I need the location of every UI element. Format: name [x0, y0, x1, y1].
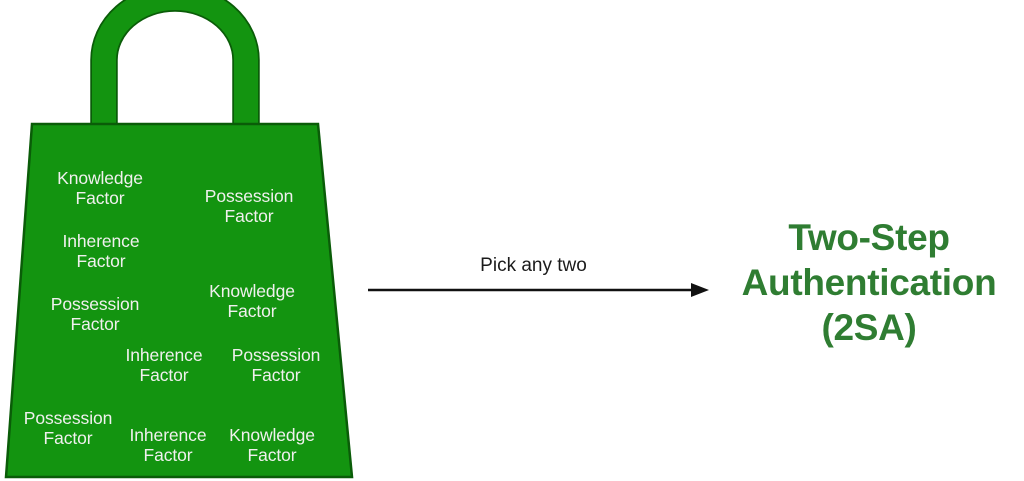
- factor-label-word: Factor: [43, 428, 93, 449]
- factor-label-word: Factor: [224, 206, 274, 227]
- factor-label-word: Factor: [143, 445, 193, 466]
- factor-label-word: Factor: [251, 365, 301, 386]
- factor-label-type: Knowledge: [209, 281, 295, 301]
- pick-any-two-arrow-group: Pick any two: [366, 255, 711, 305]
- factor-label-type: Possession: [23, 408, 113, 428]
- factor-label-type: Knowledge: [229, 425, 315, 445]
- factor-label-word: Factor: [247, 445, 297, 466]
- arrow-label: Pick any two: [480, 255, 587, 276]
- factor-label-word: Factor: [139, 365, 189, 386]
- factor-label-type: Possession: [50, 294, 140, 314]
- result-line-3: (2SA): [821, 307, 917, 349]
- factor-label-type: Possession: [204, 186, 294, 206]
- factor-label-word: Factor: [75, 188, 125, 209]
- result-heading: Two-Step Authentication (2SA): [714, 215, 1024, 350]
- factor-bag-graphic: [4, 0, 354, 479]
- bag-handle: [92, 0, 258, 128]
- factor-label-word: Factor: [227, 301, 277, 322]
- factor-label-type: Inherence: [129, 425, 207, 445]
- factor-label-type: Knowledge: [57, 168, 143, 188]
- result-line-1: Two-Step: [788, 217, 950, 258]
- factor-label-word: Factor: [76, 251, 126, 272]
- arrow-icon: [368, 283, 709, 297]
- factor-label-type: Inherence: [125, 345, 203, 365]
- result-line-2: Authentication: [741, 262, 997, 304]
- bag-body: [4, 122, 354, 479]
- factor-label-type: Inherence: [62, 231, 140, 251]
- factor-label-word: Factor: [70, 314, 120, 335]
- factor-label-type: Possession: [231, 345, 321, 365]
